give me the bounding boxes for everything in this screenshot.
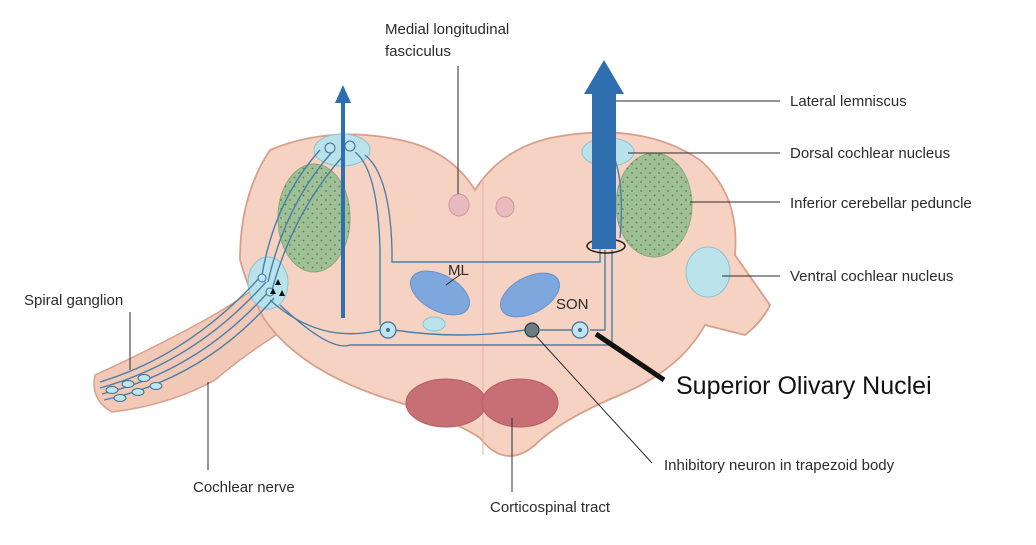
right-ventral-cochlear-nucleus bbox=[685, 246, 731, 298]
inhibitory-neuron-label: Inhibitory neuron in trapezoid body bbox=[664, 457, 895, 474]
left-medial-lemniscus bbox=[410, 270, 470, 316]
ventral-cochlear-label: Ventral cochlear nucleus bbox=[790, 268, 954, 285]
spiral-ganglion-label: Spiral ganglion bbox=[24, 292, 124, 309]
dorsal-cochlear-label: Dorsal cochlear nucleus bbox=[790, 145, 951, 162]
superior-olivary-label: Superior Olivary Nuclei bbox=[676, 372, 932, 400]
cochlear-nerve-label: Cochlear nerve bbox=[193, 479, 295, 496]
left-corticospinal-tract bbox=[405, 378, 487, 428]
right-corticospinal-tract bbox=[481, 378, 559, 428]
trapezoid-inhibitory-neuron bbox=[524, 322, 540, 338]
black-terminal-markers bbox=[270, 279, 285, 296]
spiral-ganglion-cells bbox=[105, 374, 163, 402]
lateral-lemniscus-label: Lateral lemniscus bbox=[790, 93, 907, 110]
left-mlf bbox=[448, 193, 470, 217]
leader-lines bbox=[129, 66, 780, 492]
right-mlf bbox=[495, 196, 515, 218]
son-label: SON bbox=[556, 296, 589, 313]
mlf-label-line2: fasciculus bbox=[385, 43, 451, 60]
left-ascending-arrow-head bbox=[335, 85, 351, 103]
mlf-label-line1: Medial longitudinal bbox=[385, 21, 510, 38]
right-medial-lemniscus bbox=[500, 272, 560, 318]
right-lateral-lemniscus-arrow bbox=[592, 92, 616, 249]
son-pointer-line bbox=[594, 331, 666, 383]
cochlear-nucleus-neurons bbox=[257, 140, 356, 297]
ml-label: ML bbox=[448, 262, 469, 279]
auditory-fibers bbox=[99, 149, 623, 401]
corticospinal-label: Corticospinal tract bbox=[490, 499, 611, 516]
inferior-cerebellar-label: Inferior cerebellar peduncle bbox=[790, 195, 972, 212]
